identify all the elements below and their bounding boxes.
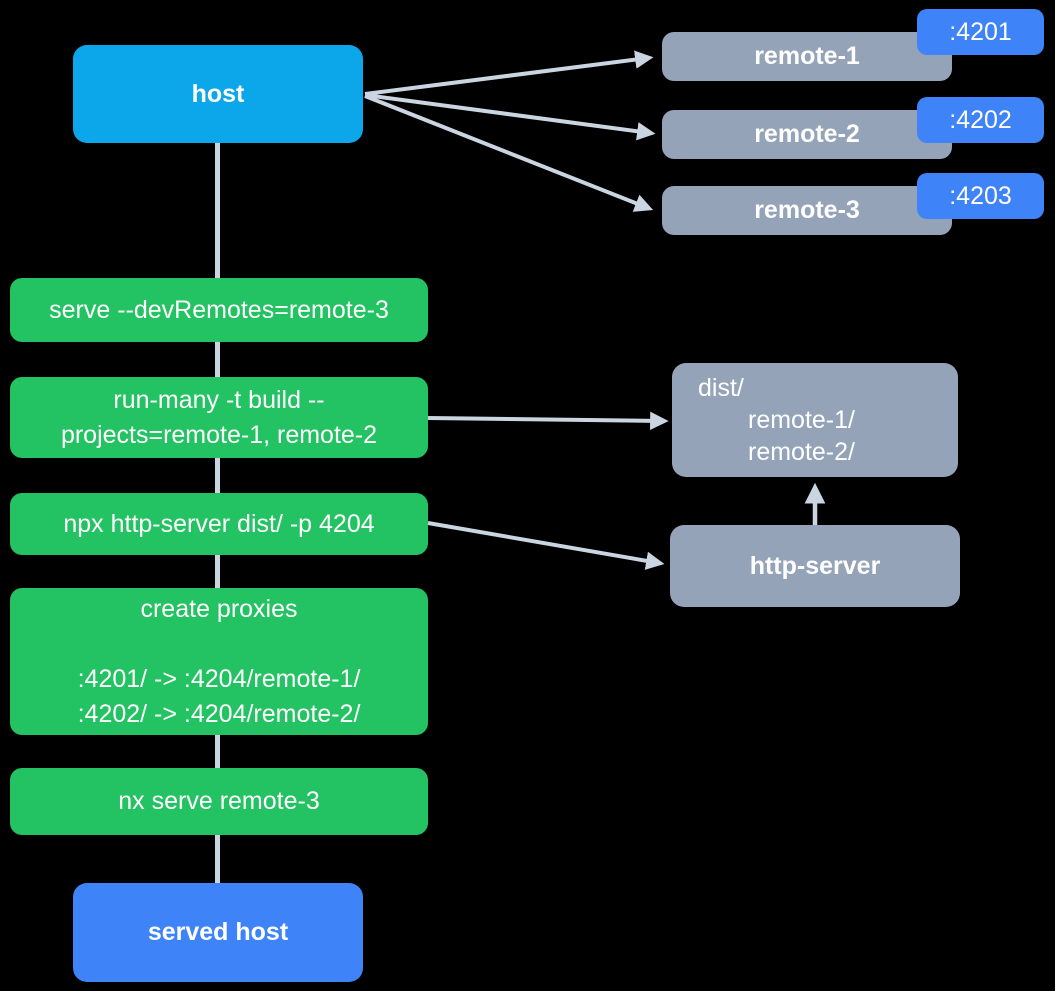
node-dist-folder: dist/ remote-1/ remote-2/	[672, 363, 958, 477]
badge-port-4202-label: :4202	[949, 105, 1012, 134]
node-command-nx-serve-remote-3: nx serve remote-3	[10, 768, 428, 835]
command-text: serve --devRemotes=remote-3	[49, 295, 389, 324]
dist-folder-remote-2: remote-2/	[748, 438, 855, 466]
node-host: host	[73, 45, 363, 143]
edge-host-to-remote-3	[364, 94, 654, 212]
badge-port-4201-label: :4201	[949, 17, 1012, 46]
node-command-run-many-build: run-many -t build -- projects=remote-1, …	[10, 377, 428, 458]
node-remote-1-label: remote-1	[754, 42, 860, 70]
command-text: :4202/ -> :4204/remote-2/	[77, 699, 361, 728]
command-text: create proxies	[140, 594, 298, 623]
node-remote-2: remote-2	[662, 110, 952, 159]
node-command-create-proxies: create proxies :4201/ -> :4204/remote-1/…	[10, 588, 428, 735]
command-text: nx serve remote-3	[118, 787, 320, 815]
node-host-label: host	[191, 79, 245, 108]
edge-npx-http-server-to-http-server	[427, 521, 665, 570]
node-http-server-label: http-server	[749, 551, 881, 580]
edge-run-many-to-dist	[427, 411, 669, 431]
command-text: npx http-server dist/ -p 4204	[63, 509, 375, 538]
dist-folder-root: dist/	[698, 374, 744, 402]
node-remote-2-label: remote-2	[754, 120, 860, 148]
edge-host-to-remote-1	[364, 50, 654, 96]
node-remote-1: remote-1	[662, 32, 952, 81]
badge-port-4203: :4203	[917, 173, 1044, 219]
node-served-host-label: served host	[147, 918, 289, 946]
dist-folder-remote-1: remote-1/	[748, 406, 855, 434]
node-remote-3-label: remote-3	[754, 196, 860, 224]
node-remote-3: remote-3	[662, 186, 952, 235]
node-command-npx-http-server: npx http-server dist/ -p 4204	[10, 493, 428, 555]
node-command-serve-devremotes: serve --devRemotes=remote-3	[10, 278, 428, 342]
command-text-spacer	[10, 627, 428, 662]
badge-port-4202: :4202	[917, 97, 1044, 143]
command-text: run-many -t build --	[113, 385, 325, 414]
node-http-server: http-server	[670, 525, 960, 607]
command-text: :4201/ -> :4204/remote-1/	[77, 664, 361, 693]
badge-port-4201: :4201	[917, 9, 1044, 55]
badge-port-4203-label: :4203	[949, 181, 1012, 210]
edge-host-to-remote-2	[364, 93, 656, 141]
command-text: projects=remote-1, remote-2	[60, 420, 378, 449]
node-served-host: served host	[73, 883, 363, 982]
